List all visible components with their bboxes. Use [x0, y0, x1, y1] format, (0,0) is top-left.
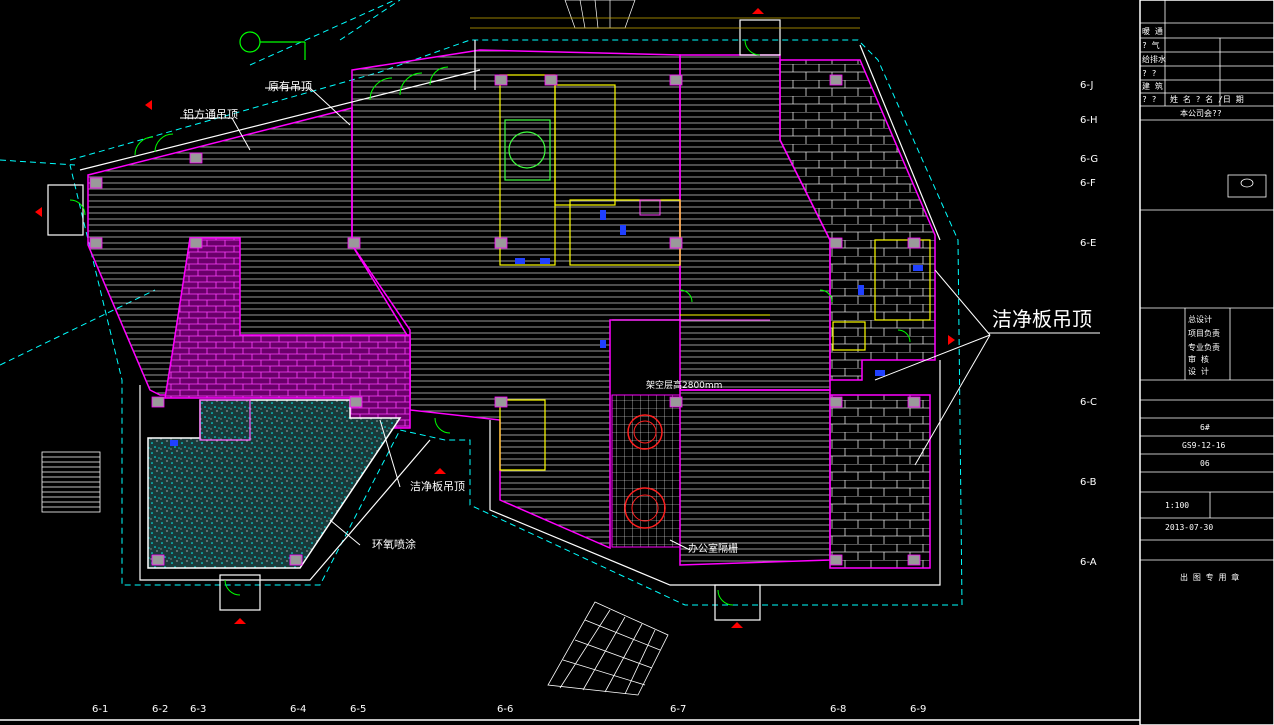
air-diffuser-1: [627, 414, 663, 450]
axis-row-label: 6-G: [1080, 154, 1098, 165]
clean-panel-ceiling-lower: [829, 394, 931, 569]
axis-row-label: 6-C: [1080, 397, 1097, 408]
tb-row-label: ? 气: [1142, 40, 1160, 50]
label-office-grille: 办公室隔栅: [688, 542, 738, 555]
tb-sheet: 06: [1200, 459, 1210, 468]
axis-row-label: 6-H: [1080, 115, 1098, 126]
fixtures: [170, 210, 923, 446]
label-ring-spray: 环氧喷涂: [372, 537, 416, 551]
north-symbol: [239, 31, 306, 60]
tb-role: 设 计: [1188, 366, 1209, 376]
air-diffuser-2: [624, 487, 666, 529]
tb-role: 项目负责: [1188, 328, 1220, 338]
tb-company: 本公司会??: [1180, 108, 1222, 118]
tb-drawing-no: GS9-12-16: [1182, 441, 1226, 450]
stair-shaft-sketch: [547, 601, 669, 696]
leader-lines: [180, 87, 1100, 551]
green-equipment: [504, 119, 551, 181]
company-logo: [1227, 174, 1267, 198]
title-block: 暖 通 ? 气 给排水 ? ? 建 筑 ? ? 姓 名 ? 名 /日 期 本公司…: [1139, 0, 1274, 725]
clean-panel-ceiling-upper: [779, 59, 936, 381]
tb-role: 审 核: [1188, 354, 1209, 364]
axis-col-label: 6-2: [152, 704, 168, 715]
row-axis-labels: 6-J 6-H 6-G 6-F 6-E 6-C 6-B 6-A: [1080, 80, 1098, 568]
axis-col-label: 6-9: [910, 704, 926, 715]
axis-col-label: 6-6: [497, 704, 513, 715]
tb-row-label: ? ?: [1142, 69, 1157, 78]
legend-table: [41, 451, 101, 513]
axis-row-label: 6-A: [1080, 557, 1097, 568]
tb-row-label: ? ?: [1142, 95, 1157, 104]
door-swings: [69, 39, 911, 606]
tb-row-label: 建 筑: [1142, 81, 1163, 91]
room-outlines: [199, 199, 770, 441]
label-clean-panel-left: 洁净板吊顶: [410, 479, 465, 493]
column-axis-labels: 6-1 6-2 6-3 6-4 6-5 6-6 6-7 6-8 6-9: [92, 704, 926, 715]
tb-row-header: 姓 名 ? 名 /日 期: [1170, 94, 1244, 104]
tb-version: 6#: [1200, 423, 1210, 432]
axis-col-label: 6-4: [290, 704, 306, 715]
tb-row-label: 给排水: [1142, 54, 1166, 64]
label-raised-floor: 架空层高2800mm: [646, 379, 722, 391]
roof-hatch: [564, 0, 636, 29]
axis-row-label: 6-E: [1080, 238, 1096, 249]
axis-col-label: 6-7: [670, 704, 686, 715]
axis-col-label: 6-3: [190, 704, 206, 715]
top-yellow-lines: [470, 17, 860, 29]
section-markers: [35, 8, 955, 628]
grille-area: [611, 394, 681, 548]
label-original-ceiling: 原有吊顶: [268, 79, 312, 93]
axis-row-label: 6-B: [1080, 477, 1097, 488]
axis-row-label: 6-F: [1080, 178, 1096, 189]
axis-col-label: 6-8: [830, 704, 846, 715]
office-ceiling-area: [679, 389, 831, 566]
structural-columns: [89, 74, 921, 566]
axis-col-label: 6-5: [350, 704, 366, 715]
tb-footer: 出 图 专 用 章: [1180, 572, 1239, 582]
tb-role: 总设计: [1188, 314, 1212, 324]
tb-scale: 1:100: [1165, 501, 1189, 510]
tb-date: 2013-07-30: [1165, 523, 1213, 532]
label-aluminum-ceiling: 铝方通吊顶: [183, 107, 238, 121]
axis-row-label: 6-J: [1080, 80, 1093, 91]
original-ceiling-area: [351, 49, 681, 550]
epoxy-spray-area: [147, 399, 402, 569]
equipment-rooms: [499, 74, 931, 471]
tb-row-label: 暖 通: [1142, 26, 1163, 36]
tb-role: 专业负责: [1188, 342, 1220, 352]
axis-col-label: 6-1: [92, 704, 108, 715]
label-clean-panel-big: 洁净板吊顶: [992, 307, 1092, 331]
